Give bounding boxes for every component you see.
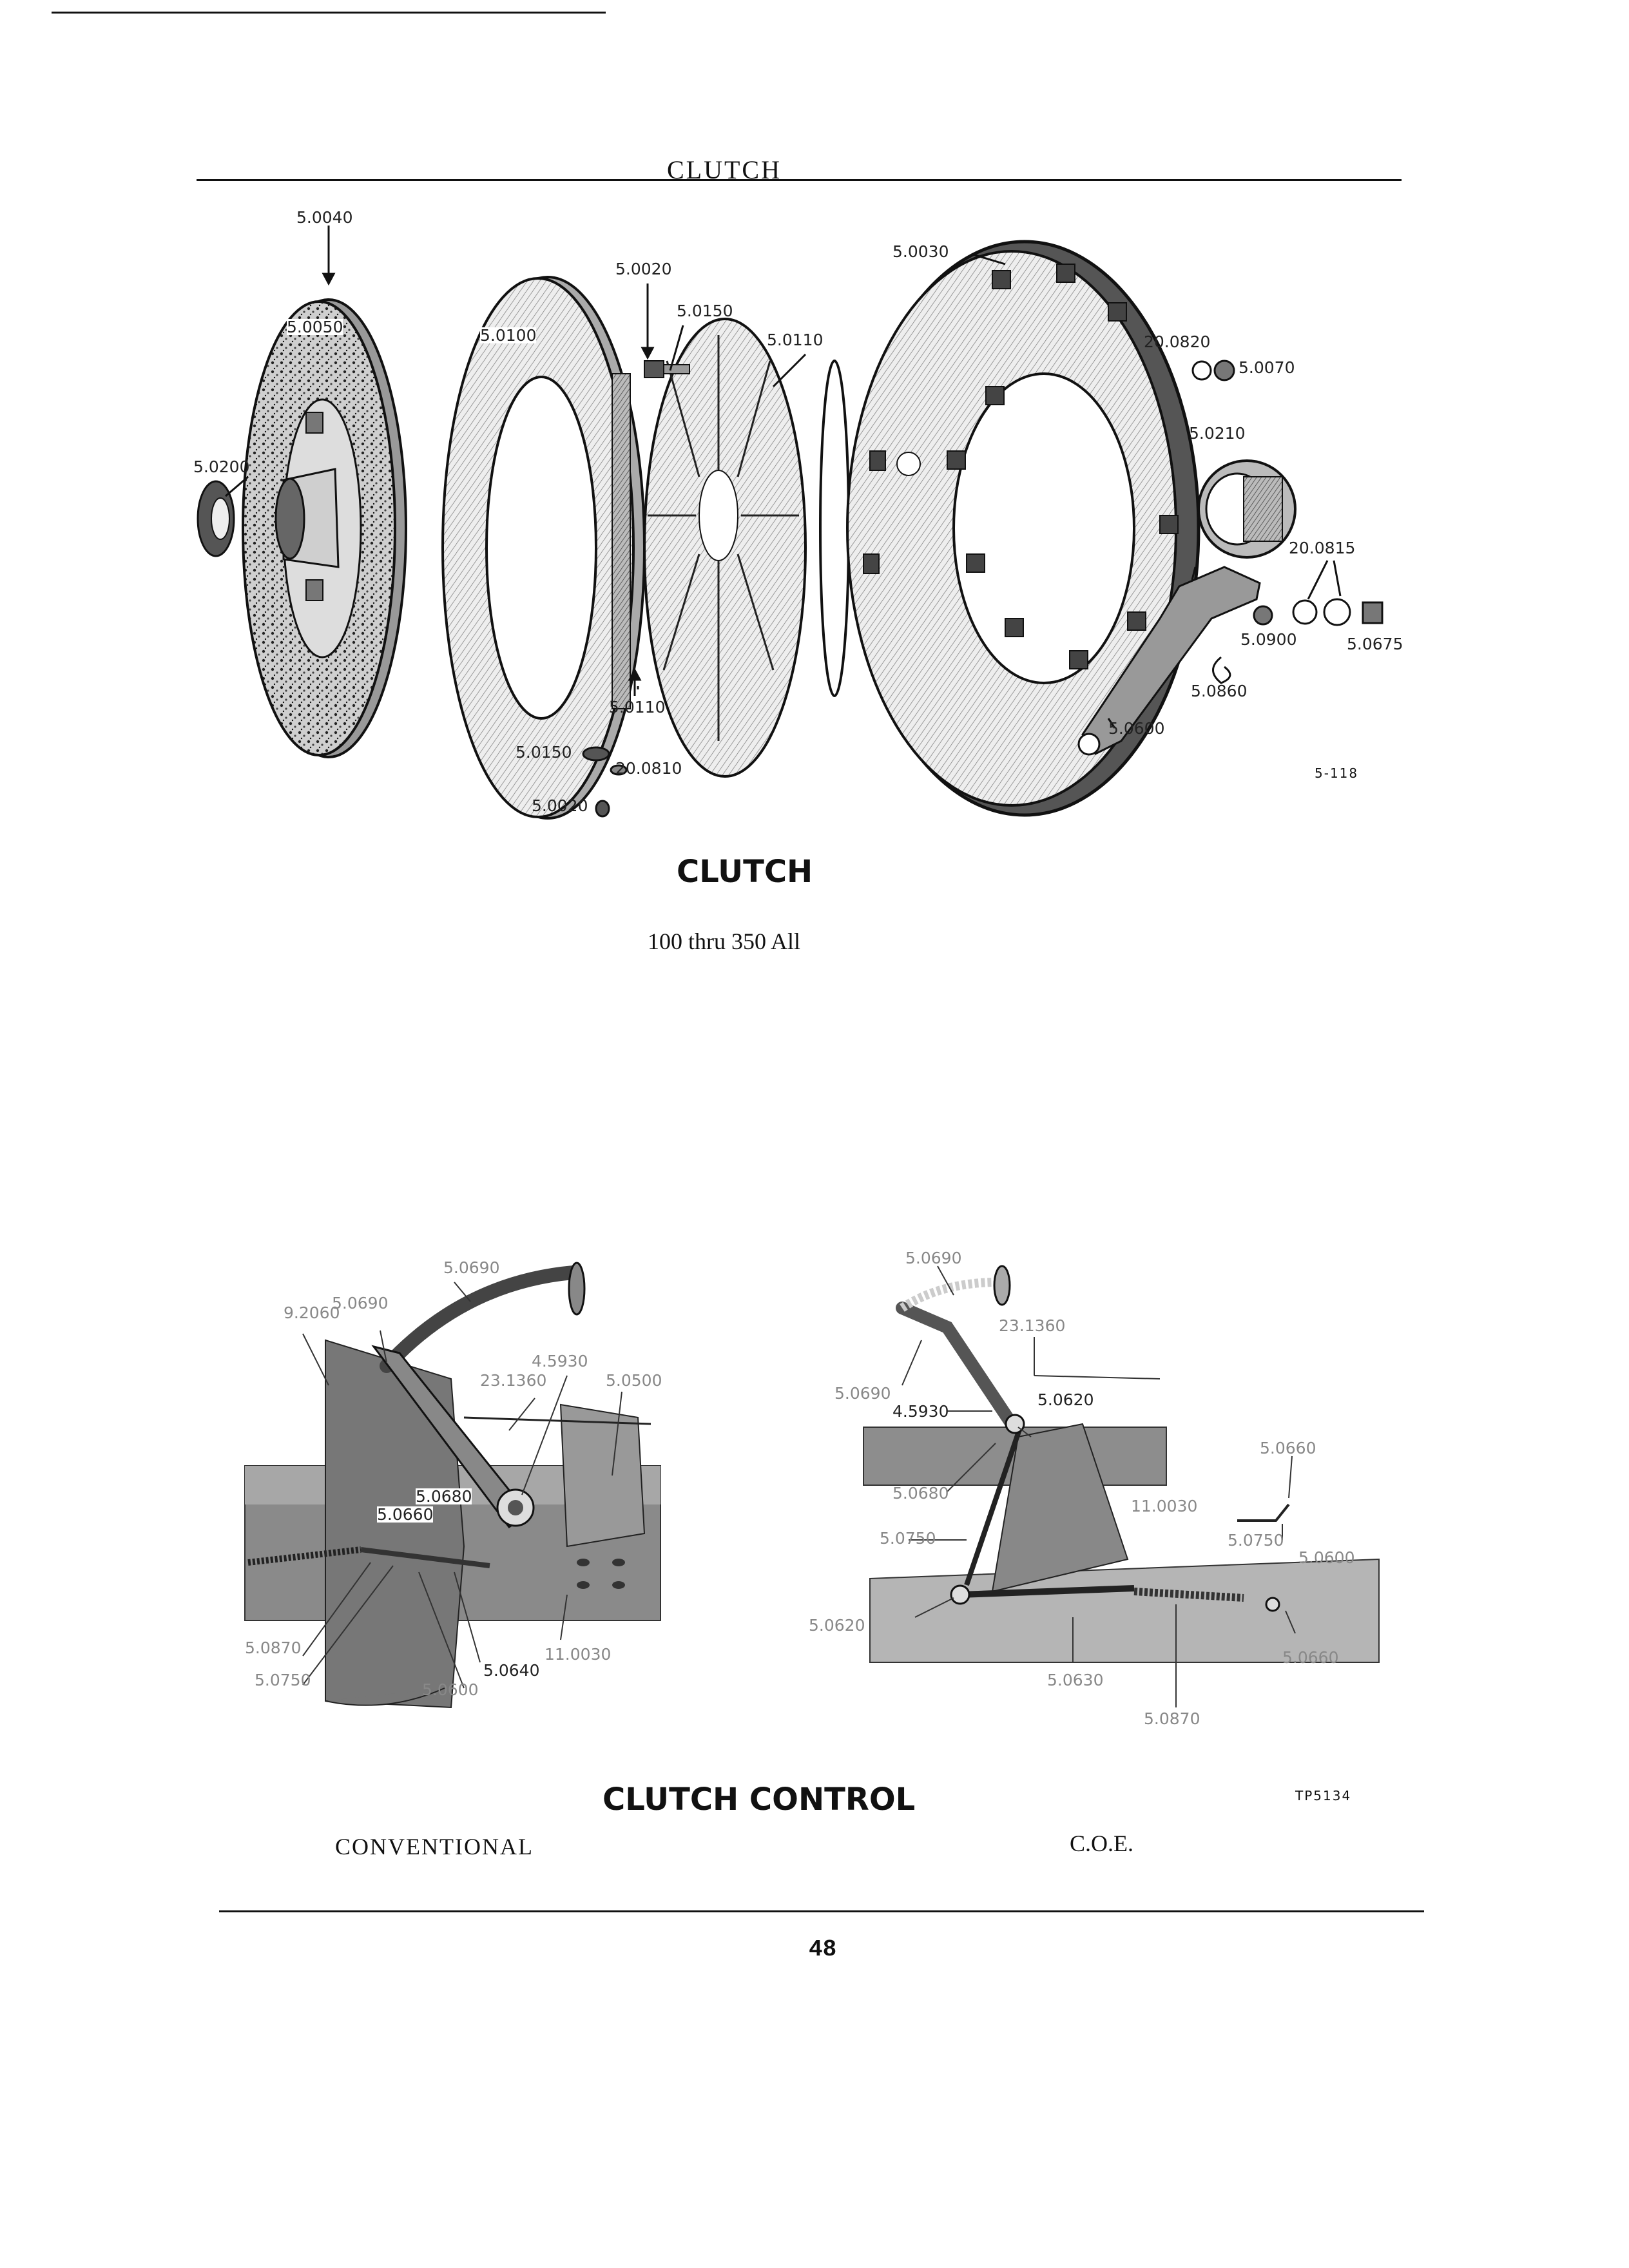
callout-label: 5.0100 — [480, 326, 537, 345]
callout-label: 5.0150 — [516, 743, 572, 762]
figure-code: 5-118 — [1315, 765, 1359, 781]
callout-label: 5.0900 — [1240, 630, 1297, 649]
callout-label: 5.0660 — [377, 1505, 434, 1524]
callout-label: 5.0750 — [1228, 1531, 1284, 1550]
callout-label: 5.0690 — [332, 1294, 389, 1312]
callout-label: 9.2060 — [284, 1303, 340, 1322]
callout-label: 5.0040 — [296, 208, 353, 227]
callout-label: 5.0600 — [422, 1680, 479, 1699]
callout-label: 5.0600 — [1108, 719, 1165, 738]
coe-leaders — [901, 1265, 1296, 1707]
spring-diaphragm — [643, 318, 850, 778]
callout-label: 5.0110 — [609, 698, 666, 716]
callout-label: 5.0020 — [615, 260, 672, 278]
callout-label: 5.0640 — [483, 1661, 540, 1680]
callout-label: 5.0620 — [1037, 1390, 1094, 1409]
callout-label: 5.0675 — [1347, 635, 1403, 653]
callout-label: 5.0630 — [1047, 1671, 1104, 1689]
callout-label: 5.0690 — [443, 1258, 500, 1277]
clutch-housing — [846, 240, 1200, 817]
callout-label: 20.0820 — [1144, 332, 1211, 351]
callout-label: 5.0870 — [245, 1639, 302, 1657]
callout-label: 20.0810 — [615, 759, 682, 778]
callout-label: 5.0070 — [1239, 358, 1295, 377]
pressure-plate — [441, 276, 646, 820]
callout-label: 5.0690 — [834, 1384, 891, 1403]
header-rule — [197, 179, 1402, 181]
callout-label: 5.0680 — [892, 1484, 949, 1503]
callout-label: 5.0620 — [809, 1616, 865, 1635]
coe-assembly — [863, 1265, 1380, 1663]
callout-label: 5.0020 — [532, 796, 588, 815]
callout-label: 5.0690 — [905, 1249, 962, 1267]
small-hardware — [582, 360, 1383, 818]
conventional-leaders — [302, 1282, 622, 1689]
conventional-assembly — [244, 1262, 661, 1709]
clutch-caption-title: CLUTCH — [677, 854, 813, 890]
callout-label: 5.0200 — [193, 457, 250, 476]
callout-label: 5.0660 — [1260, 1439, 1316, 1457]
release-bearing — [1197, 459, 1296, 559]
callout-label: 5.0150 — [677, 302, 733, 320]
callout-label: 5.0030 — [892, 242, 949, 261]
control-caption-title: CLUTCH CONTROL — [602, 1782, 916, 1818]
page-number: 48 — [809, 1936, 837, 1963]
coe-label: C.O.E. — [1070, 1831, 1133, 1856]
conventional-label: CONVENTIONAL — [335, 1834, 534, 1860]
release-fork — [1077, 566, 1261, 756]
callout-label: 20.0815 — [1289, 539, 1356, 557]
callout-label: 5.0860 — [1191, 682, 1248, 700]
cover-bolt — [644, 360, 690, 378]
callout-label: 23.1360 — [480, 1371, 547, 1390]
clutch-caption-subtitle: 100 thru 350 All — [648, 928, 801, 954]
clutch-disc — [242, 298, 407, 758]
callout-label: 5.0750 — [880, 1529, 936, 1548]
callout-label: 5.0680 — [416, 1487, 472, 1506]
callout-label: 5.0600 — [1298, 1548, 1355, 1567]
callout-label: 23.1360 — [999, 1316, 1066, 1335]
figure-code: TP5134 — [1295, 1788, 1352, 1803]
callout-label: 5.0050 — [287, 318, 343, 336]
callout-label: 4.5930 — [532, 1352, 588, 1370]
scan-edge-line — [52, 12, 606, 14]
callout-label: 5.0210 — [1189, 424, 1246, 443]
footer-rule — [219, 1910, 1424, 1912]
callout-label: 11.0030 — [545, 1645, 612, 1664]
callout-leaders — [225, 226, 1342, 729]
callout-label: 5.0750 — [255, 1671, 311, 1689]
pilot-bearing — [197, 480, 235, 557]
callout-label: 5.0500 — [606, 1371, 662, 1390]
callout-label: 11.0030 — [1131, 1497, 1198, 1515]
callout-label: 5.0110 — [767, 331, 824, 349]
callout-label: 5.0660 — [1282, 1648, 1339, 1667]
callout-label: 5.0870 — [1144, 1709, 1200, 1728]
callout-label: 4.5930 — [892, 1402, 949, 1421]
